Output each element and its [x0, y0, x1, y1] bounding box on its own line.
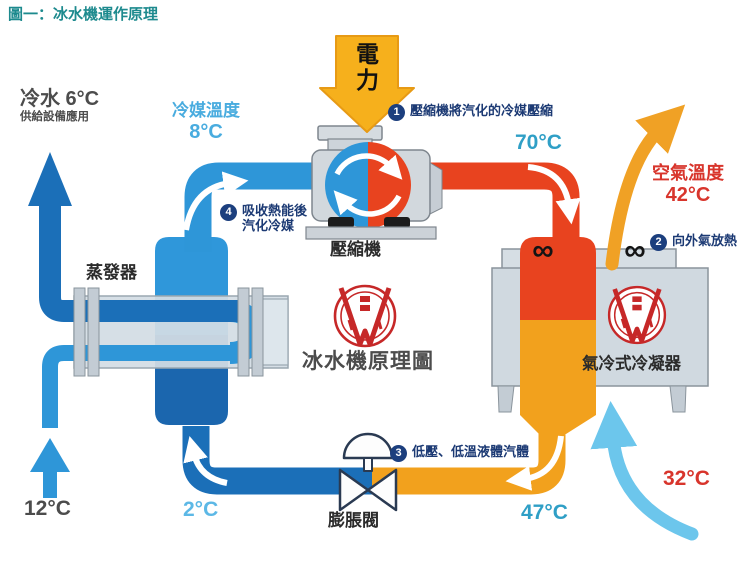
water-supply-arrow: [28, 152, 72, 206]
brand-logo-center: [333, 284, 397, 348]
note-4: 4 吸收熱能後 汽化冷媒: [220, 203, 307, 234]
after-valve-temp: 2°C: [183, 498, 219, 521]
air-temp-label: 空氣溫度 42°C: [640, 163, 736, 207]
refrigerant-temp-label: 冷媒溫度 8°C: [160, 101, 252, 144]
note-1: 1 壓縮機將汽化的冷媒壓縮: [388, 103, 553, 121]
hot-air-out-arrow: [605, 104, 686, 271]
condenser-label: 氣冷式冷凝器: [582, 355, 681, 373]
note-1-badge: 1: [388, 104, 405, 121]
air-in-temp: 32°C: [663, 467, 710, 490]
water-inlet-arrow: [30, 438, 70, 472]
air-out-temp: 42°C: [665, 183, 711, 206]
figure-title: 圖一：冰水機運作原理: [8, 6, 159, 23]
note-3-badge: 3: [390, 445, 407, 462]
compressor-icon: [305, 125, 443, 240]
brand-logo-condenser: [607, 285, 667, 345]
cool-air-in-arrow: [590, 400, 699, 541]
evaporator-tube: [28, 152, 289, 498]
power-label: 電力: [352, 42, 379, 94]
compressor-label: 壓縮機: [330, 240, 381, 259]
expansion-valve-label: 膨脹閥: [328, 511, 379, 530]
expansion-valve-icon: [338, 432, 398, 512]
liquid-temp: 47°C: [521, 501, 568, 524]
diagram-caption: 冰水機原理圖: [302, 350, 434, 373]
return-water-temp: 12°C: [24, 497, 71, 520]
evaporator-label: 蒸發器: [86, 263, 137, 282]
fan-icon-right: ∞: [624, 234, 646, 267]
fan-icon-left: ∞: [532, 234, 554, 267]
note-4-badge: 4: [220, 204, 237, 221]
cold-water-temp: 冷水 6°C: [20, 88, 100, 110]
flow-arrows: [183, 164, 581, 491]
condenser-body: [491, 237, 709, 434]
condenser-coil-hot: [520, 237, 596, 320]
note-2-badge: 2: [650, 234, 667, 251]
discharge-temp: 70°C: [515, 131, 562, 154]
note-3: 3 低壓、低溫液體汽體: [390, 444, 529, 462]
condenser-coil-warm: [520, 320, 596, 415]
cold-water-sub: 供給設備應用: [20, 111, 89, 123]
water-return-pipe: [42, 345, 248, 428]
water-supply-pipe: [39, 203, 248, 322]
note-2: 2 向外氣放熱: [650, 233, 737, 251]
cold-water-label: 冷水 6°C 供給設備應用: [20, 88, 99, 124]
suction-temp: 8°C: [189, 120, 223, 143]
